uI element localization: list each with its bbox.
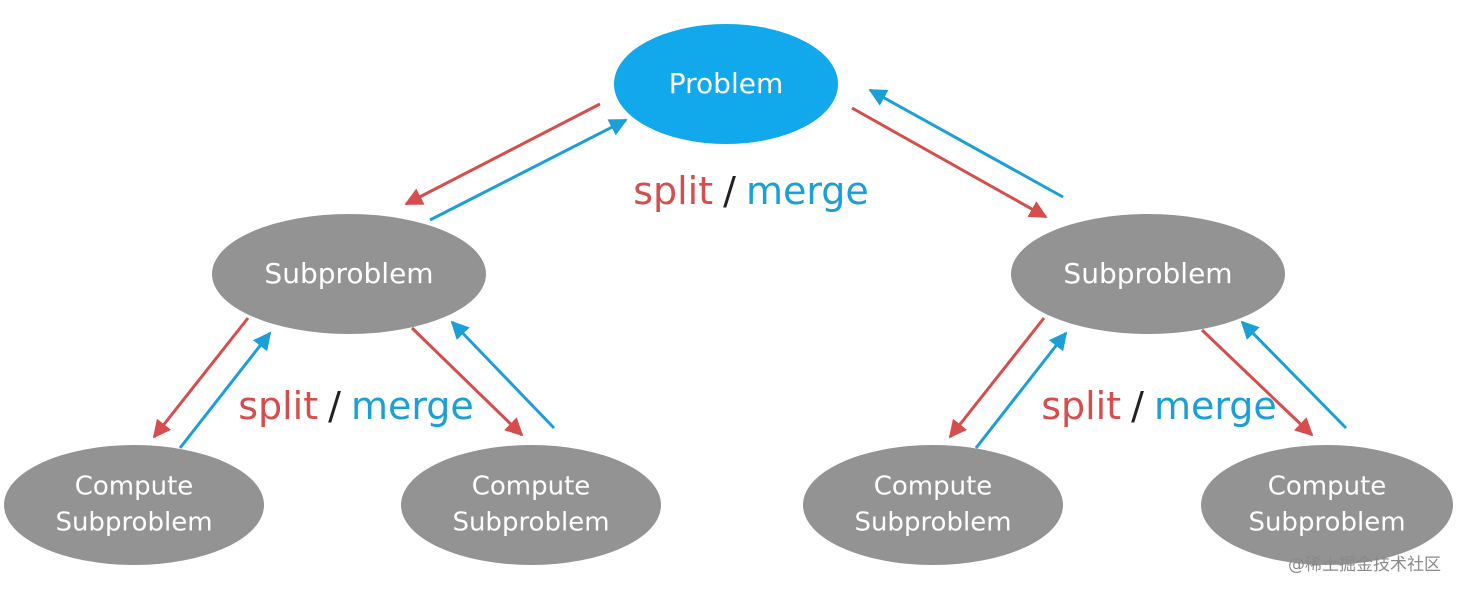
subproblem-left-label: Subproblem <box>264 257 433 290</box>
split-merge-label-top: split/merge <box>633 169 869 213</box>
root-node-label: Problem <box>669 67 783 100</box>
compute-subproblem-node-2: Compute Subproblem <box>401 445 661 565</box>
merge-arrow-leaf2-left <box>450 320 556 430</box>
leaf1-label-line1: Compute <box>75 472 194 502</box>
merge-text: merge <box>351 384 474 428</box>
split-arrow-left-leaf1 <box>152 317 250 439</box>
split-arrow-right-leaf4 <box>1200 328 1314 437</box>
subproblem-node-right: Subproblem <box>1011 214 1285 334</box>
merge-arrow-leaf1-left <box>178 331 272 449</box>
subproblem-right-label: Subproblem <box>1063 257 1232 290</box>
compute-subproblem-node-4: Compute Subproblem <box>1201 445 1453 565</box>
split-merge-label-left: split/merge <box>238 384 474 428</box>
split-arrow-root-right <box>851 106 1048 219</box>
split-text: split <box>1041 384 1121 428</box>
leaf3-label-line1: Compute <box>874 472 993 502</box>
subproblem-node-left: Subproblem <box>212 214 486 334</box>
split-text: split <box>633 169 713 213</box>
split-text: split <box>238 384 318 428</box>
leaf2-label-line1: Compute <box>472 472 591 502</box>
split-merge-label-right: split/merge <box>1041 384 1277 428</box>
leaf2-label-line2: Subproblem <box>452 508 609 538</box>
split-arrow-left-leaf2 <box>410 326 524 437</box>
compute-subproblem-node-1: Compute Subproblem <box>4 445 264 565</box>
split-arrow-root-left <box>404 102 601 206</box>
leaf1-label-line2: Subproblem <box>55 508 212 538</box>
merge-arrow-left-root <box>429 118 628 222</box>
merge-arrow-leaf4-right <box>1240 320 1348 430</box>
leaf4-label-line1: Compute <box>1268 472 1387 502</box>
split-arrow-right-leaf3 <box>948 317 1046 439</box>
watermark: @稀土掘金技术社区 <box>1288 555 1441 575</box>
separator-text: / <box>328 384 341 428</box>
merge-arrow-right-root <box>868 88 1064 199</box>
compute-subproblem-node-3: Compute Subproblem <box>803 445 1063 565</box>
merge-arrow-leaf3-right <box>974 331 1068 449</box>
merge-text: merge <box>746 169 869 213</box>
separator-text: / <box>723 169 736 213</box>
leaf3-label-line2: Subproblem <box>854 508 1011 538</box>
merge-text: merge <box>1154 384 1277 428</box>
leaf4-label-line2: Subproblem <box>1248 508 1405 538</box>
separator-text: / <box>1131 384 1144 428</box>
root-node: Problem <box>614 24 838 144</box>
